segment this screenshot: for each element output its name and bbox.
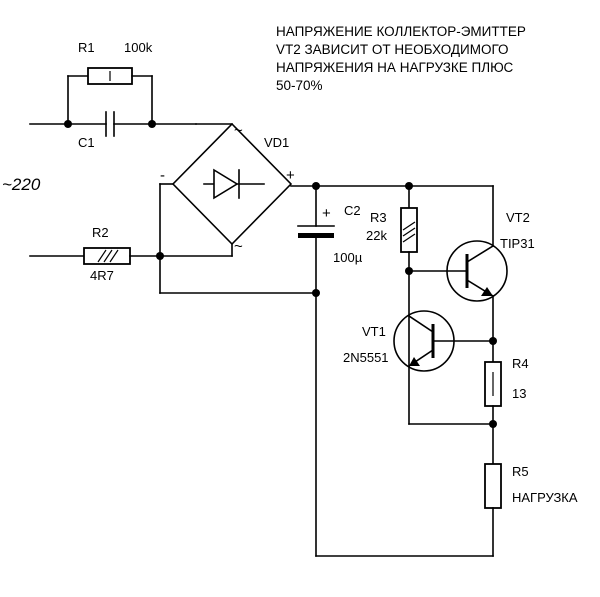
- vt1-ref: VT1: [362, 324, 386, 339]
- r5-load: R5 НАГРУЗКА: [315, 463, 578, 557]
- r1-c1-parallel: R1 100k C1: [29, 40, 197, 150]
- junction-r1-right: [148, 120, 156, 128]
- c2-plate-bottom: [298, 233, 334, 238]
- vd1-minus: -: [160, 167, 165, 184]
- note-line-3: НАПРЯЖЕНИЯ НА НАГРУЗКЕ ПЛЮС: [276, 60, 514, 75]
- c2-plus: +: [322, 205, 331, 222]
- r2-value: 4R7: [90, 268, 114, 283]
- vd1-bridge: ~ ~ - + VD1: [160, 122, 295, 255]
- vt2-ref: VT2: [506, 210, 530, 225]
- r5-value: НАГРУЗКА: [512, 490, 578, 505]
- vd1-plus: +: [286, 167, 295, 184]
- vt1-emitter-arrow: [409, 357, 420, 366]
- note-text: НАПРЯЖЕНИЕ КОЛЛЕКТОР-ЭМИТТЕР VT2 ЗАВИСИТ…: [276, 24, 526, 93]
- r5-resistor: [484, 463, 502, 509]
- r4-value: 13: [512, 386, 526, 401]
- r2-mark-2: [103, 249, 113, 263]
- r4-ref: R4: [512, 356, 529, 371]
- vt2-transistor: VT2 TIP31: [408, 185, 535, 363]
- vt1-collector: [407, 314, 435, 334]
- vt1-value: 2N5551: [343, 350, 389, 365]
- r4-branch: R4 13: [408, 356, 529, 465]
- r1-ref: R1: [78, 40, 95, 55]
- r2-ref: R2: [92, 225, 109, 240]
- r2-branch: R2 4R7: [29, 225, 233, 283]
- c2-ref: C2: [344, 203, 361, 218]
- r3-value: 22k: [366, 228, 387, 243]
- vt1-transistor: VT1 2N5551: [343, 310, 497, 372]
- junction-vt1-base: [489, 337, 497, 345]
- r1-value: 100k: [124, 40, 153, 55]
- junction-c2-bottom: [312, 289, 320, 297]
- note-line-2: VT2 ЗАВИСИТ ОТ НЕОБХОДИМОГО: [276, 42, 509, 57]
- r2-mark-1: [97, 249, 107, 263]
- vt2-value: TIP31: [500, 236, 535, 251]
- r3-mark-1: [402, 221, 416, 231]
- r5-ref: R5: [512, 464, 529, 479]
- vd1-ref: VD1: [264, 135, 289, 150]
- r2-mark-3: [109, 249, 119, 263]
- junction-r1-left: [64, 120, 72, 128]
- bridge-diode-triangle: [213, 168, 239, 200]
- input-voltage-label: ~220: [2, 175, 41, 194]
- vd1-ac-top: ~: [234, 122, 243, 139]
- c2-value: 100µ: [333, 250, 363, 265]
- r3-ref: R3: [370, 210, 387, 225]
- vt2-emitter-arrow: [481, 287, 493, 296]
- r2-resistor: [83, 247, 131, 265]
- note-line-1: НАПРЯЖЕНИЕ КОЛЛЕКТОР-ЭМИТТЕР: [276, 24, 526, 39]
- vt2-collector: [465, 244, 495, 264]
- r3-mark-2: [402, 227, 416, 237]
- r3-branch: R3 22k: [366, 185, 418, 425]
- note-line-4: 50-70%: [276, 78, 323, 93]
- junction-r4-bottom: [489, 420, 497, 428]
- c2-capacitor: + C2 100µ: [297, 185, 363, 557]
- r3-mark-3: [402, 233, 416, 243]
- vd1-ac-bottom: ~: [234, 238, 243, 255]
- c1-ref: C1: [78, 135, 95, 150]
